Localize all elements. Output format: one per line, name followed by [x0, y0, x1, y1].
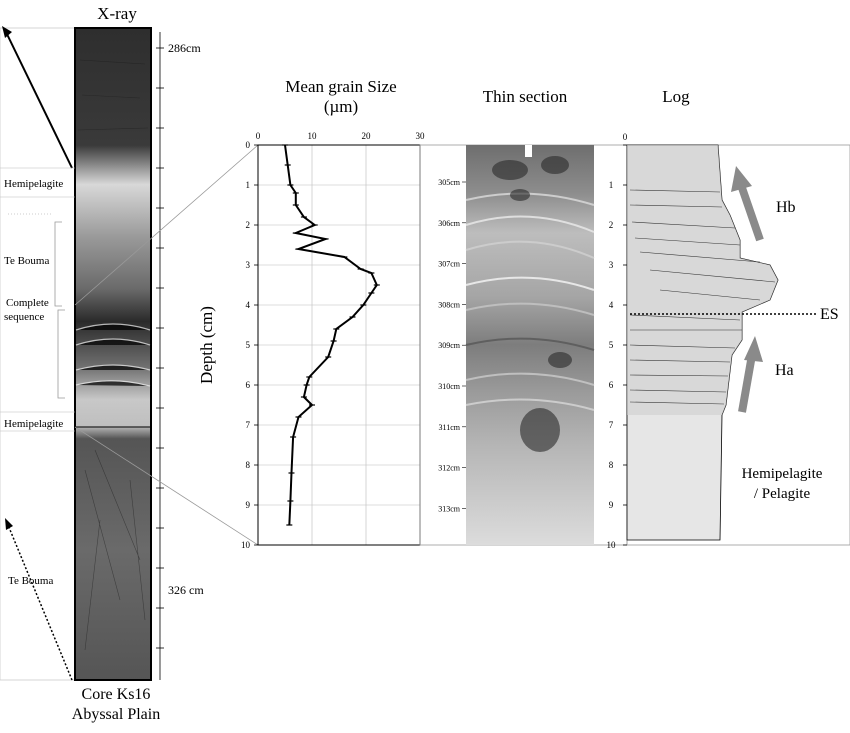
xray-panel: X-ray 286cm 326 cm Hemipelagite Te Bouma…	[0, 4, 204, 723]
xray-label-complete-2: sequence	[4, 311, 44, 323]
thin-section-depth-label: 311cm	[439, 423, 461, 432]
xray-caption-2: Abyssal Plain	[72, 706, 160, 723]
chart-grid	[257, 144, 421, 546]
xray-depth-top: 286cm	[168, 41, 201, 55]
log-tick-label: 1	[609, 180, 614, 190]
log-label-hb: Hb	[776, 199, 796, 216]
log-arrow-hb-shaft	[736, 180, 764, 242]
xray-core-laminae	[75, 323, 151, 387]
log-tick-label: 7	[609, 420, 614, 430]
chart-x-tick-label: 0	[256, 131, 261, 141]
log-tick-label: 5	[609, 340, 614, 350]
xray-label-hemipelagite-top: Hemipelagite	[4, 178, 63, 190]
chart-y-tick-label: 8	[246, 460, 251, 470]
xray-arrow-upper-head	[2, 26, 12, 38]
chart-y-tick-label: 4	[246, 300, 251, 310]
chart-y-tick-label: 0	[246, 140, 251, 150]
xray-caption-1: Core Ks16	[82, 686, 151, 703]
log-zero: 0	[623, 132, 628, 142]
xray-arrow-upper	[4, 29, 73, 169]
xray-arrow-lower-head	[5, 518, 13, 530]
log-tick-label: 4	[609, 300, 614, 310]
log-arrow-ha-head	[744, 336, 763, 362]
chart-y-tick-label: 6	[246, 380, 251, 390]
chart-x-tick-label: 10	[308, 131, 318, 141]
log-label-hemi-1: Hemipelagite	[742, 466, 823, 482]
thin-section-laminae	[465, 192, 595, 411]
log-arrow-hb-head	[731, 166, 752, 192]
chart-unit: (µm)	[324, 97, 358, 116]
chart-y-tick-label: 2	[246, 220, 251, 230]
xray-label-complete-1: Complete	[6, 297, 49, 309]
xray-bracket-te	[54, 221, 62, 307]
log-tick-label: 6	[609, 380, 614, 390]
xray-arrow-lower	[7, 524, 73, 681]
log-label-es: ES	[820, 306, 839, 323]
xray-label-te-bouma-upper: Te Bouma	[4, 255, 49, 267]
zoom-connector-top	[74, 144, 259, 306]
thin-section-depth-label: 310cm	[438, 382, 461, 391]
chart-ticks: 0 10 20 30 0 1 2 3 4 5 6 7 8 9 10	[241, 131, 425, 550]
xray-core-texture	[77, 59, 149, 651]
chart-y-tick-label: 9	[246, 500, 251, 510]
log-tick-label: 9	[609, 500, 614, 510]
log-tick-label: 3	[609, 260, 614, 270]
log-arrow-ha-shaft	[738, 354, 756, 413]
thin-section-depth-labels: 305cm 306cm 307cm 308cm 309cm 310cm 311cm 312cm…	[438, 178, 466, 513]
chart-y-tick-label: 3	[246, 260, 251, 270]
log-title: Log	[662, 87, 690, 106]
zoom-connector-bottom	[74, 426, 259, 546]
thin-section-depth-label: 306cm	[438, 219, 461, 228]
thin-section-title: Thin section	[483, 87, 568, 106]
log-laminae	[629, 189, 776, 405]
thin-section-depth-label: 308cm	[438, 300, 461, 309]
grain-size-points	[282, 144, 380, 526]
log-tick-label: 10	[607, 540, 617, 550]
grain-size-series-line	[284, 144, 378, 526]
chart-y-tick-label: 1	[246, 180, 251, 190]
thin-section-depth-label: 305cm	[438, 178, 461, 187]
log-tick-label: 8	[609, 460, 614, 470]
log-label-ha: Ha	[775, 362, 794, 379]
thin-section-depth-label: 309cm	[438, 341, 461, 350]
chart-x-tick-label: 30	[416, 131, 426, 141]
xray-depth-bottom: 326 cm	[168, 583, 204, 597]
thin-section-grains	[492, 156, 572, 452]
log-label-hemi-2: / Pelagite	[754, 486, 811, 502]
chart-x-tick-label: 20	[362, 131, 372, 141]
xray-bracket-sequence	[57, 309, 65, 399]
chart-y-label: Depth (cm)	[197, 306, 216, 384]
xray-label-hemipelagite-mid: Hemipelagite	[4, 418, 63, 430]
chart-y-tick-label: 5	[246, 340, 251, 350]
thin-section-panel: Thin section 305cm306cm307cm308cm309cm31…	[419, 87, 628, 546]
log-tick-label: 2	[609, 220, 614, 230]
log-depth-ticks: 1 2 3 4 5 6 7 8 9 10	[607, 144, 627, 550]
chart-y-tick-label: 7	[246, 420, 251, 430]
xray-label-te-bouma-lower: Te Bouma	[8, 575, 53, 587]
thin-section-depth-label: 312cm	[438, 464, 461, 473]
xray-core-image	[74, 27, 152, 681]
thin-section-notch	[525, 145, 532, 157]
xray-depth-ticks	[156, 47, 164, 649]
thin-section-depth-label: 307cm	[438, 260, 461, 269]
xray-title: X-ray	[97, 4, 137, 23]
log-turbidite-fill	[627, 145, 778, 415]
thin-section-depth-label: 313cm	[438, 504, 461, 513]
chart-title: Mean grain Size	[285, 77, 396, 96]
chart-y-tick-label: 10	[241, 540, 251, 550]
